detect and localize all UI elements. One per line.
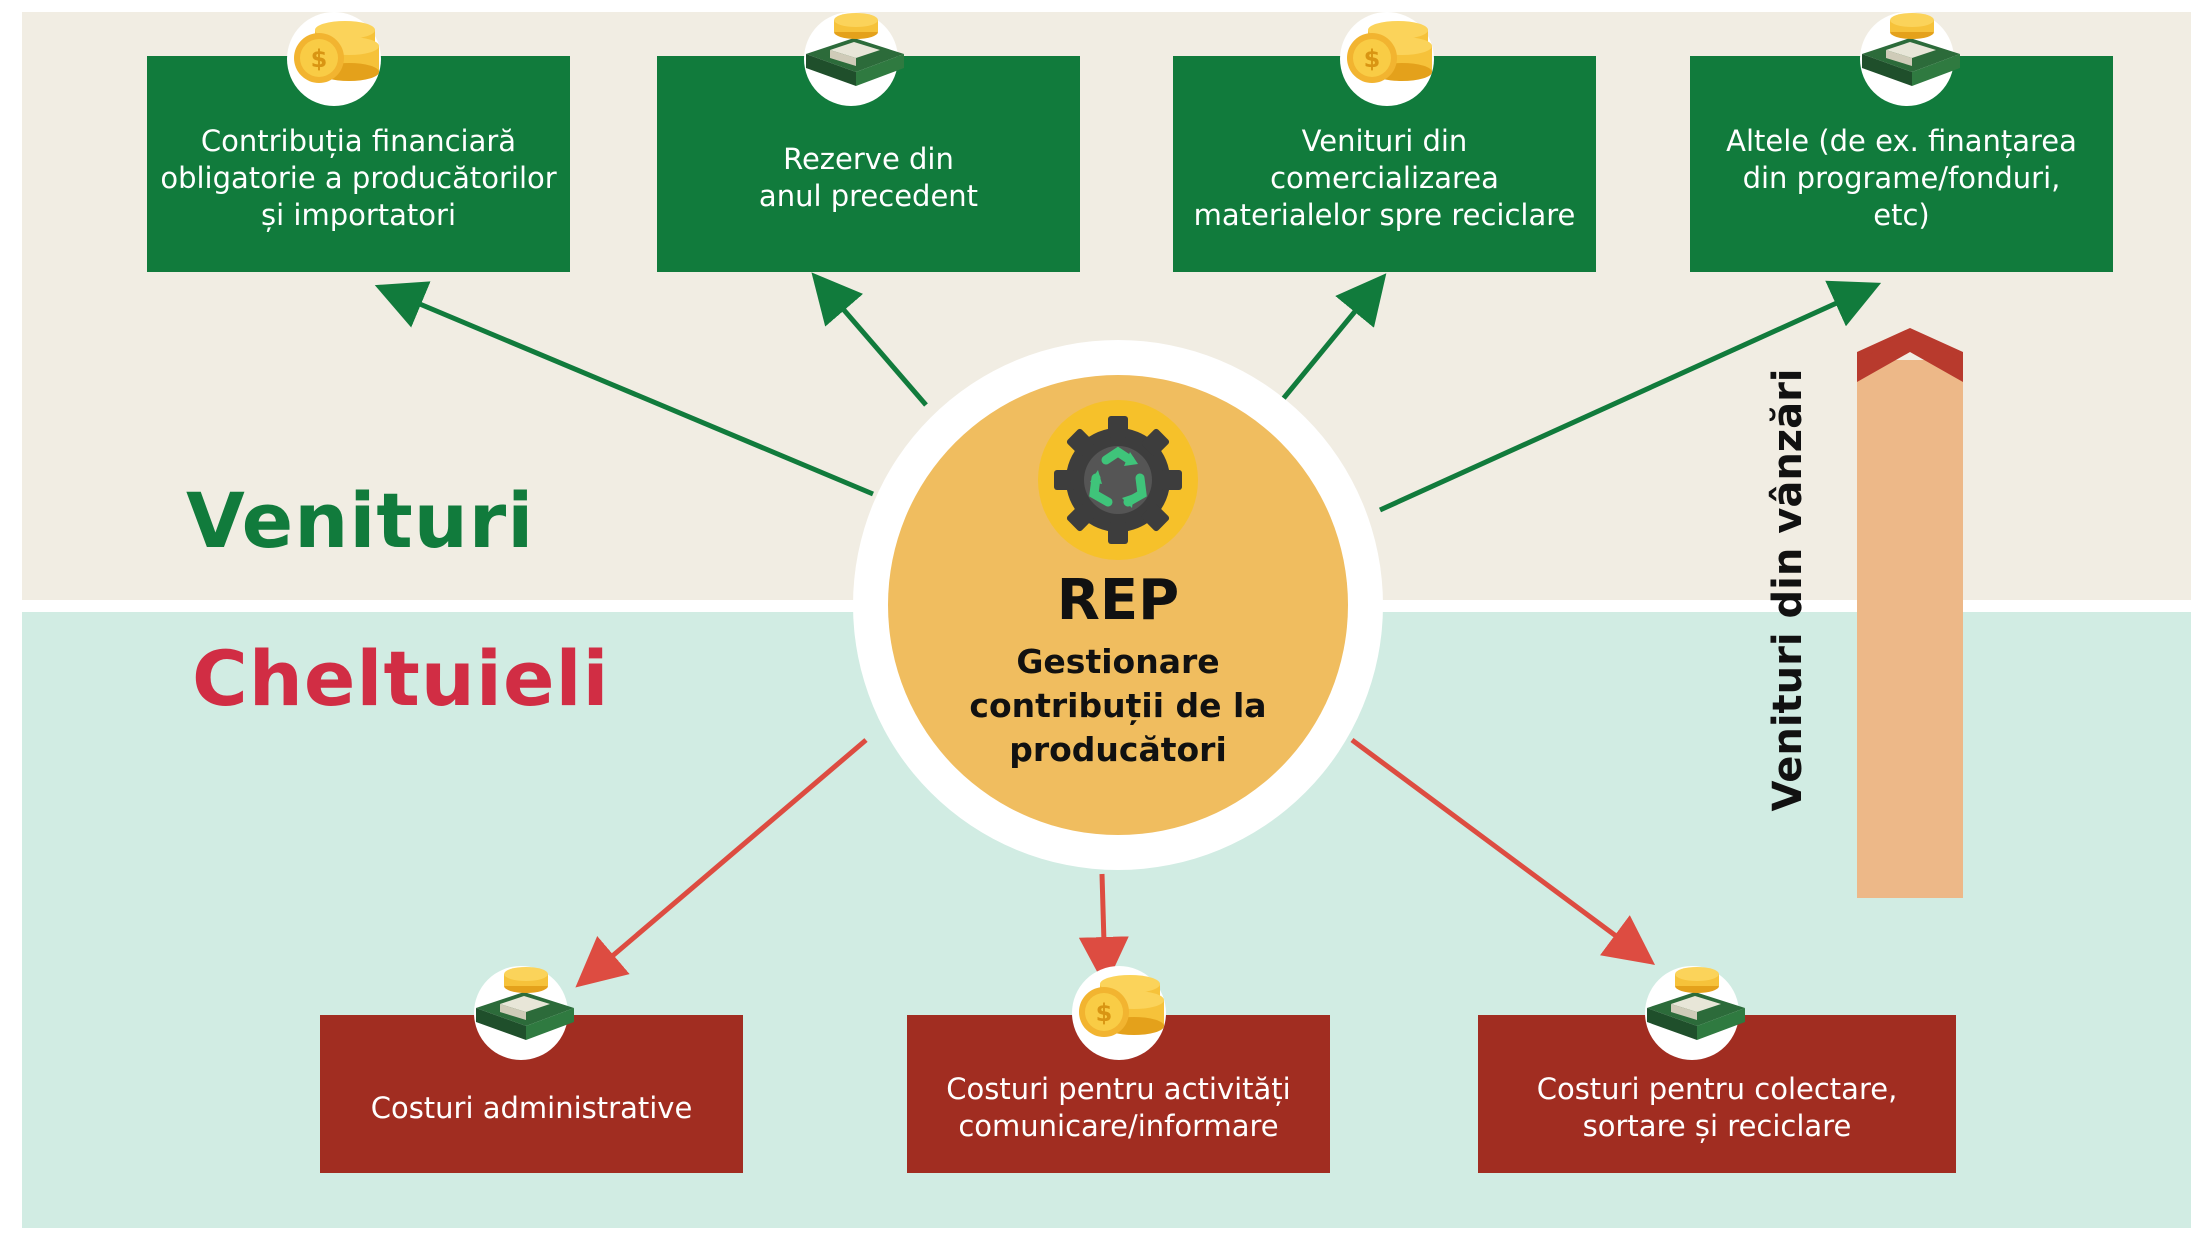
svg-text:$: $ [1096, 999, 1113, 1027]
coins-icon: $ [1072, 966, 1166, 1060]
revenue-box-2-text: Rezerve din anul precedent [758, 142, 979, 213]
revenue-box-3-text: Venituri din comercializarea materialelo… [1193, 123, 1576, 232]
cash-stack-icon [474, 966, 574, 1060]
arrow-to-expense-2 [1078, 873, 1129, 987]
expense-box-2-text: Costuri pentru activități comunicare/inf… [946, 1072, 1291, 1143]
coins-icon: $ [1340, 12, 1434, 106]
center-subtitle: Gestionare contribuții de la producători [969, 642, 1267, 769]
arrow-to-revenue-3 [1281, 273, 1387, 401]
expense-box-2: Costuri pentru activități comunicare/inf… [907, 1015, 1330, 1173]
revenue-box-4-text: Altele (de ex. finanțarea din programe/f… [1726, 123, 2077, 232]
revenue-arrows [374, 272, 1882, 513]
side-bar [1857, 328, 1963, 898]
center-title: REP [1056, 568, 1180, 633]
cash-stack-icon [1645, 966, 1745, 1060]
revenue-box-1: Contribuția financiară obligatorie a pro… [147, 56, 570, 272]
gear-recycle-icon [1038, 400, 1198, 560]
expense-box-3-text: Costuri pentru colectare, sortare și rec… [1536, 1072, 1898, 1143]
cash-stack-icon [1860, 12, 1960, 106]
bottom-border [0, 1228, 2191, 1233]
arrow-to-expense-3 [1350, 737, 1656, 965]
expense-box-3: Costuri pentru colectare, sortare și rec… [1478, 1015, 1956, 1173]
arrow-to-revenue-2 [811, 272, 928, 407]
arrow-to-expense-1 [575, 738, 868, 988]
cash-stack-icon [804, 12, 904, 106]
expense-arrows [575, 737, 1656, 988]
svg-text:$: $ [311, 45, 328, 73]
arrow-to-revenue-4 [1378, 280, 1882, 513]
revenue-label: Venituri [186, 476, 535, 565]
expenses-label: Cheltuieli [192, 634, 610, 723]
side-bar-label: Venituri din vânzări [1765, 368, 1811, 812]
arrow-to-revenue-1 [374, 281, 874, 497]
expense-box-1-text: Costuri administrative [370, 1090, 693, 1125]
coins-icon: $ [287, 12, 381, 106]
svg-text:$: $ [1364, 45, 1381, 73]
revenue-box-1-text: Contribuția financiară obligatorie a pro… [160, 123, 557, 232]
